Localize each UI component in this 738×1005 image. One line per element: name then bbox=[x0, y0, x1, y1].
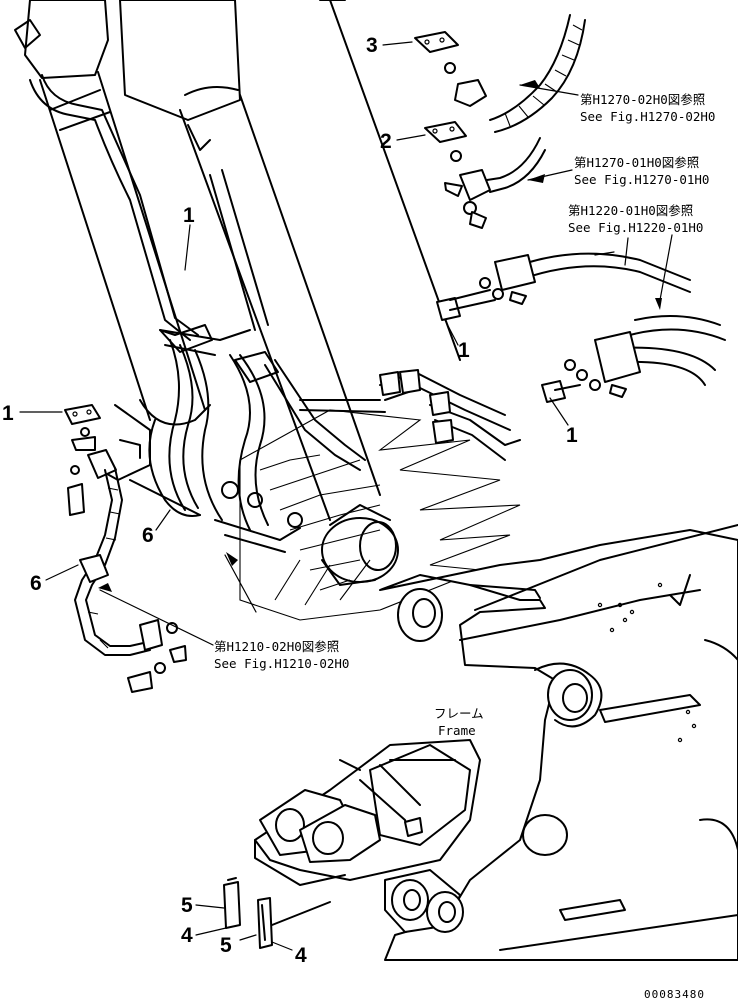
callout-3-top: 3 bbox=[366, 34, 378, 57]
boom-hoses bbox=[29, 74, 366, 553]
boom-cylinder-right bbox=[119, 0, 461, 521]
callout-5-b: 5 bbox=[220, 934, 232, 957]
callout-2-top: 2 bbox=[380, 130, 392, 153]
hose-h1270-02 bbox=[414, 14, 586, 133]
leader-lines bbox=[19, 41, 673, 951]
hose-h1270-01 bbox=[424, 121, 546, 229]
callout-6-left: 6 bbox=[30, 572, 42, 595]
cylinder-bottom-bracket bbox=[99, 404, 201, 516]
callout-1-right: 1 bbox=[566, 424, 578, 447]
revolving-frame bbox=[379, 524, 738, 961]
callout-1-left: 1 bbox=[2, 402, 14, 425]
callout-1-mid: 1 bbox=[458, 339, 470, 362]
ref-h1220-01-en: See Fig.H1220-01H0 bbox=[568, 220, 703, 235]
frame-label-en: Frame bbox=[438, 723, 476, 738]
ref-h1220-01-jp: 第H1220-01H0図参照 bbox=[568, 203, 693, 218]
ref-h1210-02-jp: 第H1210-02H0図参照 bbox=[214, 639, 339, 654]
boom-cylinder-left bbox=[14, 0, 211, 426]
boom-bracket bbox=[254, 739, 481, 933]
shim-parts bbox=[223, 877, 331, 949]
callout-6-center: 6 bbox=[142, 524, 154, 547]
callout-1-bracket: 1 bbox=[183, 204, 195, 227]
ref-h1270-02-en: See Fig.H1270-02H0 bbox=[580, 109, 715, 124]
ref-h1270-01-jp: 第H1270-01H0図参照 bbox=[574, 155, 699, 170]
callout-5-a: 5 bbox=[181, 894, 193, 917]
frame-label-jp: フレーム bbox=[434, 706, 484, 721]
boom-section-hatch bbox=[239, 409, 521, 621]
hose-h1220-01 bbox=[436, 252, 726, 403]
callout-4-a: 4 bbox=[181, 924, 193, 947]
ref-h1210-02-en: See Fig.H1210-02H0 bbox=[214, 656, 349, 671]
document-number: 00083480 bbox=[644, 988, 705, 1001]
boom-foot bbox=[321, 504, 399, 586]
callout-4-b: 4 bbox=[295, 944, 307, 967]
ref-h1270-01-en: See Fig.H1270-01H0 bbox=[574, 172, 709, 187]
ref-h1270-02-jp: 第H1270-02H0図参照 bbox=[580, 92, 705, 107]
left-hose-detail bbox=[64, 404, 187, 693]
